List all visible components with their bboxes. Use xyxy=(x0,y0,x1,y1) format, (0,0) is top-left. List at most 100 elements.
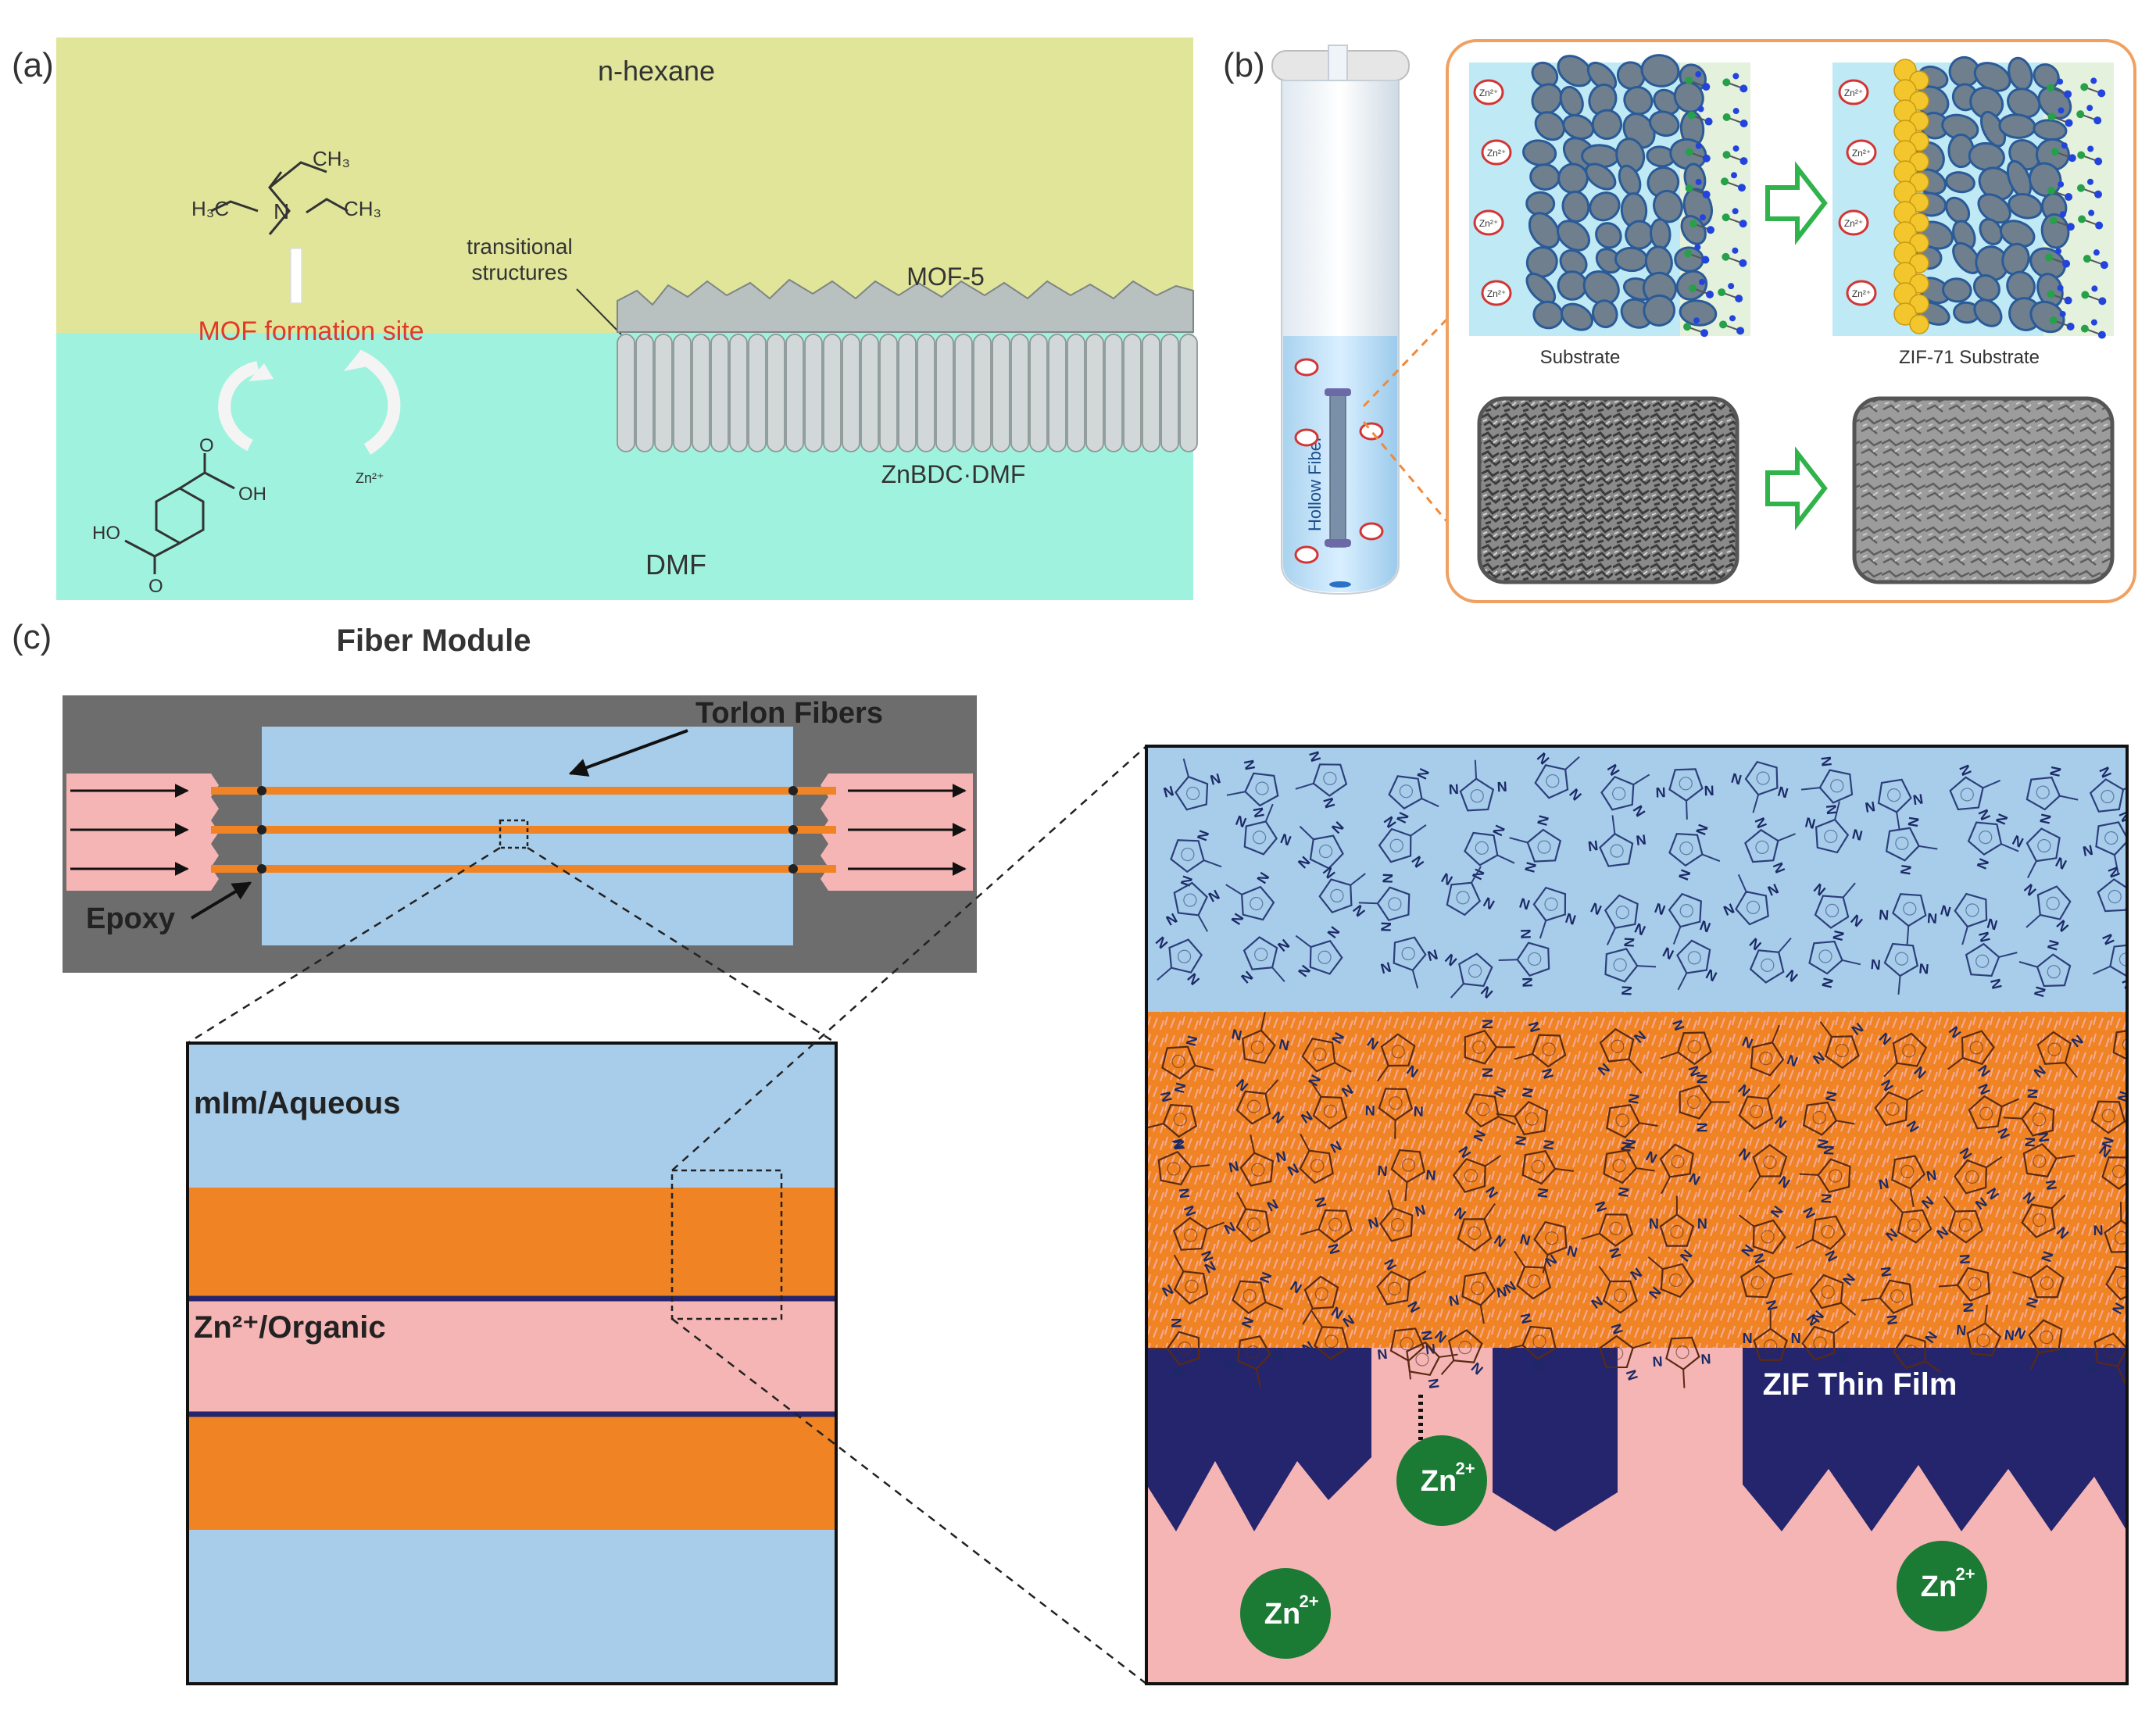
imidazole-center xyxy=(1746,900,1761,914)
zn-ion-charge: 2+ xyxy=(1299,1592,1318,1611)
imidazole-n-label: N xyxy=(1694,1074,1710,1084)
ligand-atom-blue xyxy=(1702,190,1711,198)
imidazole-methyl xyxy=(1842,882,1856,899)
imidazole-center xyxy=(1391,1217,1405,1232)
imidazole-ring xyxy=(1406,1341,1441,1377)
imidazole-molecule: NN xyxy=(2022,1131,2076,1192)
imidazole-n-label: N xyxy=(1379,959,1393,977)
ligand-atom-green xyxy=(1722,213,1730,222)
imidazole-methyl xyxy=(1387,1189,1394,1209)
imidazole-ring xyxy=(1948,1209,1983,1244)
ligand-atom-blue xyxy=(1700,329,1709,338)
imidazole-molecule: NN xyxy=(1170,828,1222,888)
imidazole-ring xyxy=(2021,1203,2056,1238)
imidazole-methyl xyxy=(2146,1047,2156,1050)
substrate-grains xyxy=(1521,54,1718,331)
substrate-zn-ions: Zn²⁺Zn²⁺Zn²⁺Zn²⁺ xyxy=(1473,79,1512,306)
substrate-grain xyxy=(1969,86,2004,120)
ligand-atom-green xyxy=(1722,151,1731,159)
imidazole-n-label: N xyxy=(1955,1322,1967,1338)
imidazole-center xyxy=(1185,786,1200,801)
imidazole-n-label: N xyxy=(1565,1242,1579,1260)
imidazole-ring xyxy=(1309,834,1344,870)
epoxy-seal-left xyxy=(257,825,266,834)
imidazole-methyl xyxy=(1264,1079,1279,1095)
schematic-zn-text: Zn²⁺ xyxy=(1487,148,1506,159)
imidazole-center xyxy=(1183,893,1197,907)
imidazole-n-label: N xyxy=(1870,956,1882,973)
imidazole-methyl xyxy=(1554,1167,1574,1172)
imidazole-methyl xyxy=(1861,1297,1880,1302)
imidazole-methyl xyxy=(1702,853,1721,863)
imidazole-methyl xyxy=(2018,961,2038,968)
zn-organic-label: Zn²⁺/Organic xyxy=(194,1310,386,1345)
tube-zn-ion xyxy=(1294,358,1319,377)
substrate-grain xyxy=(1679,299,1718,327)
schematic-zn-text: Zn²⁺ xyxy=(1852,148,1871,159)
imidazole-n-label: N xyxy=(1157,1090,1175,1103)
imidazole-molecule: NN xyxy=(1230,1012,1291,1064)
substrate-grain xyxy=(1649,110,1680,138)
imidazole-n-label: N xyxy=(1618,985,1635,996)
imidazole-center xyxy=(1890,1289,1904,1303)
substrate-grain xyxy=(1528,212,1561,249)
ligand-atom-blue xyxy=(2086,105,2093,112)
imidazole-ring xyxy=(1448,1329,1483,1363)
epoxy-seal-left xyxy=(257,864,266,874)
imidazole-n-label: N xyxy=(2035,1131,2052,1144)
ligand-atom-blue xyxy=(1735,295,1743,303)
detail-zoom-line-bottom xyxy=(671,1318,1147,1685)
ligand-atom-blue xyxy=(2087,145,2094,152)
imidazole-n-label: N xyxy=(1608,1322,1626,1337)
imidazole-molecule: NN xyxy=(1300,1195,1353,1256)
imidazole-ring xyxy=(1668,892,1702,928)
imidazole-methyl xyxy=(1509,837,1529,844)
imidazole-molecule: NN xyxy=(1885,816,1938,876)
imidazole-n-label: N xyxy=(1694,1123,1710,1133)
substrate-grain xyxy=(1591,109,1623,140)
imidazole-center xyxy=(1313,1047,1327,1062)
mof5-label: MOF-5 xyxy=(906,263,985,291)
imidazole-molecule: NN xyxy=(1581,1199,1634,1260)
detail-zoom-line-top xyxy=(671,745,1147,1171)
imidazole-molecule: NN xyxy=(1739,1252,1793,1312)
stir-bar xyxy=(1329,581,1351,588)
substrate-grain xyxy=(1557,55,1593,88)
imidazole-ring xyxy=(1389,1327,1425,1362)
ligand-atom-blue xyxy=(2057,78,2064,85)
imidazole-methyl xyxy=(2065,1062,2078,1078)
acid-oh: OH xyxy=(238,484,266,505)
imidazole-molecule: NN xyxy=(1146,1090,1198,1151)
imidazole-molecule: NN xyxy=(1518,886,1578,939)
acid-ho-bond xyxy=(124,539,156,558)
imidazole-methyl xyxy=(1439,1353,1458,1358)
panel-b-label: (b) xyxy=(1223,46,1265,84)
imidazole-n-label: N xyxy=(1829,929,1847,942)
imidazole-center xyxy=(2115,1231,2127,1245)
imidazole-methyl xyxy=(1471,866,1482,884)
imidazole-methyl xyxy=(1983,780,2001,789)
ligand-atom-blue xyxy=(2066,223,2075,231)
ligand-atom-blue xyxy=(2090,319,2097,326)
imidazole-center xyxy=(1610,844,1624,858)
imidazole-n-label: N xyxy=(2023,1295,2041,1310)
schematic-zn-ion xyxy=(1473,209,1504,236)
imidazole-n-label: N xyxy=(2133,1258,2151,1274)
imidazole-methyl xyxy=(1774,1272,1793,1280)
imidazole-center xyxy=(2040,1276,2054,1290)
imidazole-ring xyxy=(1173,1270,1209,1305)
imidazole-molecule: NN xyxy=(1802,1090,1855,1150)
amine-ch3-top: CH₃ xyxy=(313,147,350,170)
imidazole-ring xyxy=(1242,936,1278,970)
imidazole-n-label: N xyxy=(1649,1217,1659,1232)
substrate-grain xyxy=(1561,190,1590,223)
sem-image-substrate xyxy=(1477,396,1739,584)
ligand-atom-blue xyxy=(1695,178,1702,185)
ligand-atom-blue xyxy=(1729,315,1736,322)
imidazole-methyl xyxy=(1840,1302,1857,1316)
fiber-seal-top xyxy=(1325,388,1351,396)
znbdc-column xyxy=(973,334,992,452)
schematic-zn-text: Zn²⁺ xyxy=(1479,88,1498,98)
imidazole-n-label: N xyxy=(1822,1090,1840,1102)
